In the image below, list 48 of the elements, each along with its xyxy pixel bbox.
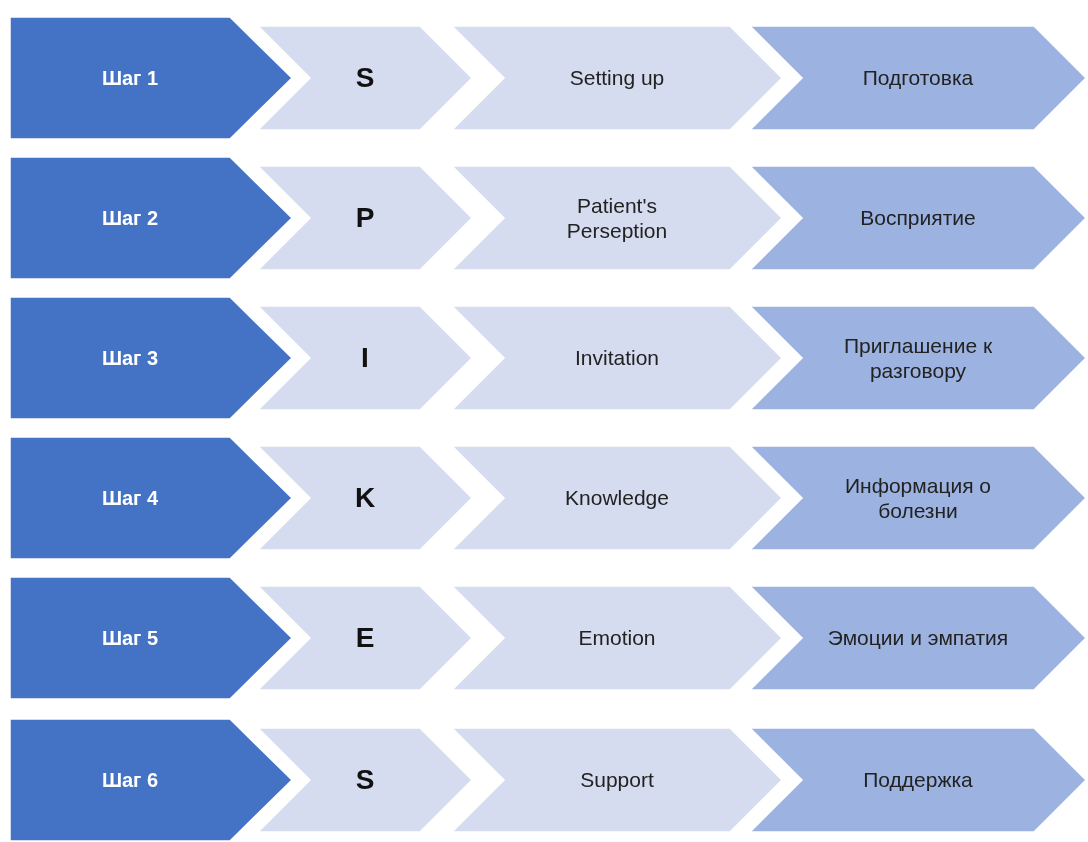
step-label: Подготовка (862, 65, 974, 91)
step-tab (258, 166, 472, 270)
step-label: Поддержка (863, 767, 973, 793)
step-label: Support (580, 767, 654, 793)
step-tab (452, 446, 782, 550)
step-tab (750, 166, 1086, 270)
step-label: Восприятие (860, 205, 976, 231)
step-number: Шаг 2 (101, 206, 159, 230)
step-number-tab (10, 297, 292, 419)
step-label: Invitation (574, 345, 660, 371)
step-number: Шаг 5 (101, 626, 159, 650)
step-number-tab (10, 157, 292, 279)
step-number-tab (10, 577, 292, 699)
step-tab (750, 446, 1086, 550)
step-letter: P (355, 201, 375, 235)
step-letter: K (354, 481, 376, 515)
step-number-tab (10, 719, 292, 841)
step-label: Emotion (578, 625, 656, 651)
step-letter: S (355, 61, 375, 95)
step-letter: I (361, 341, 369, 375)
step-number-tab (10, 17, 292, 139)
step-tab (452, 166, 782, 270)
step-tab (258, 26, 472, 130)
step-label: Patient's Perseption (565, 192, 669, 244)
step-tab (452, 728, 782, 832)
step-tab (750, 728, 1086, 832)
step-tab (258, 728, 472, 832)
step-letter: E (355, 621, 375, 655)
step-tab (750, 586, 1086, 690)
step-tab (750, 306, 1086, 410)
step-number: Шаг 4 (101, 486, 159, 510)
step-label: Информация о болезни (843, 472, 993, 524)
step-letter: S (355, 763, 375, 797)
step-label: Приглашение к разговору (842, 332, 994, 384)
step-tab (750, 26, 1086, 130)
step-number: Шаг 1 (101, 66, 159, 90)
step-tab (258, 586, 472, 690)
step-number-tab (10, 437, 292, 559)
step-tab (452, 586, 782, 690)
step-tab (258, 446, 472, 550)
step-label: Knowledge (565, 485, 669, 511)
step-label: Эмоции и эмпатия (827, 625, 1009, 651)
step-tab (452, 26, 782, 130)
step-tab (452, 306, 782, 410)
step-number: Шаг 6 (101, 768, 159, 792)
step-label: Setting up (569, 65, 665, 91)
step-number: Шаг 3 (101, 346, 159, 370)
step-tab (258, 306, 472, 410)
